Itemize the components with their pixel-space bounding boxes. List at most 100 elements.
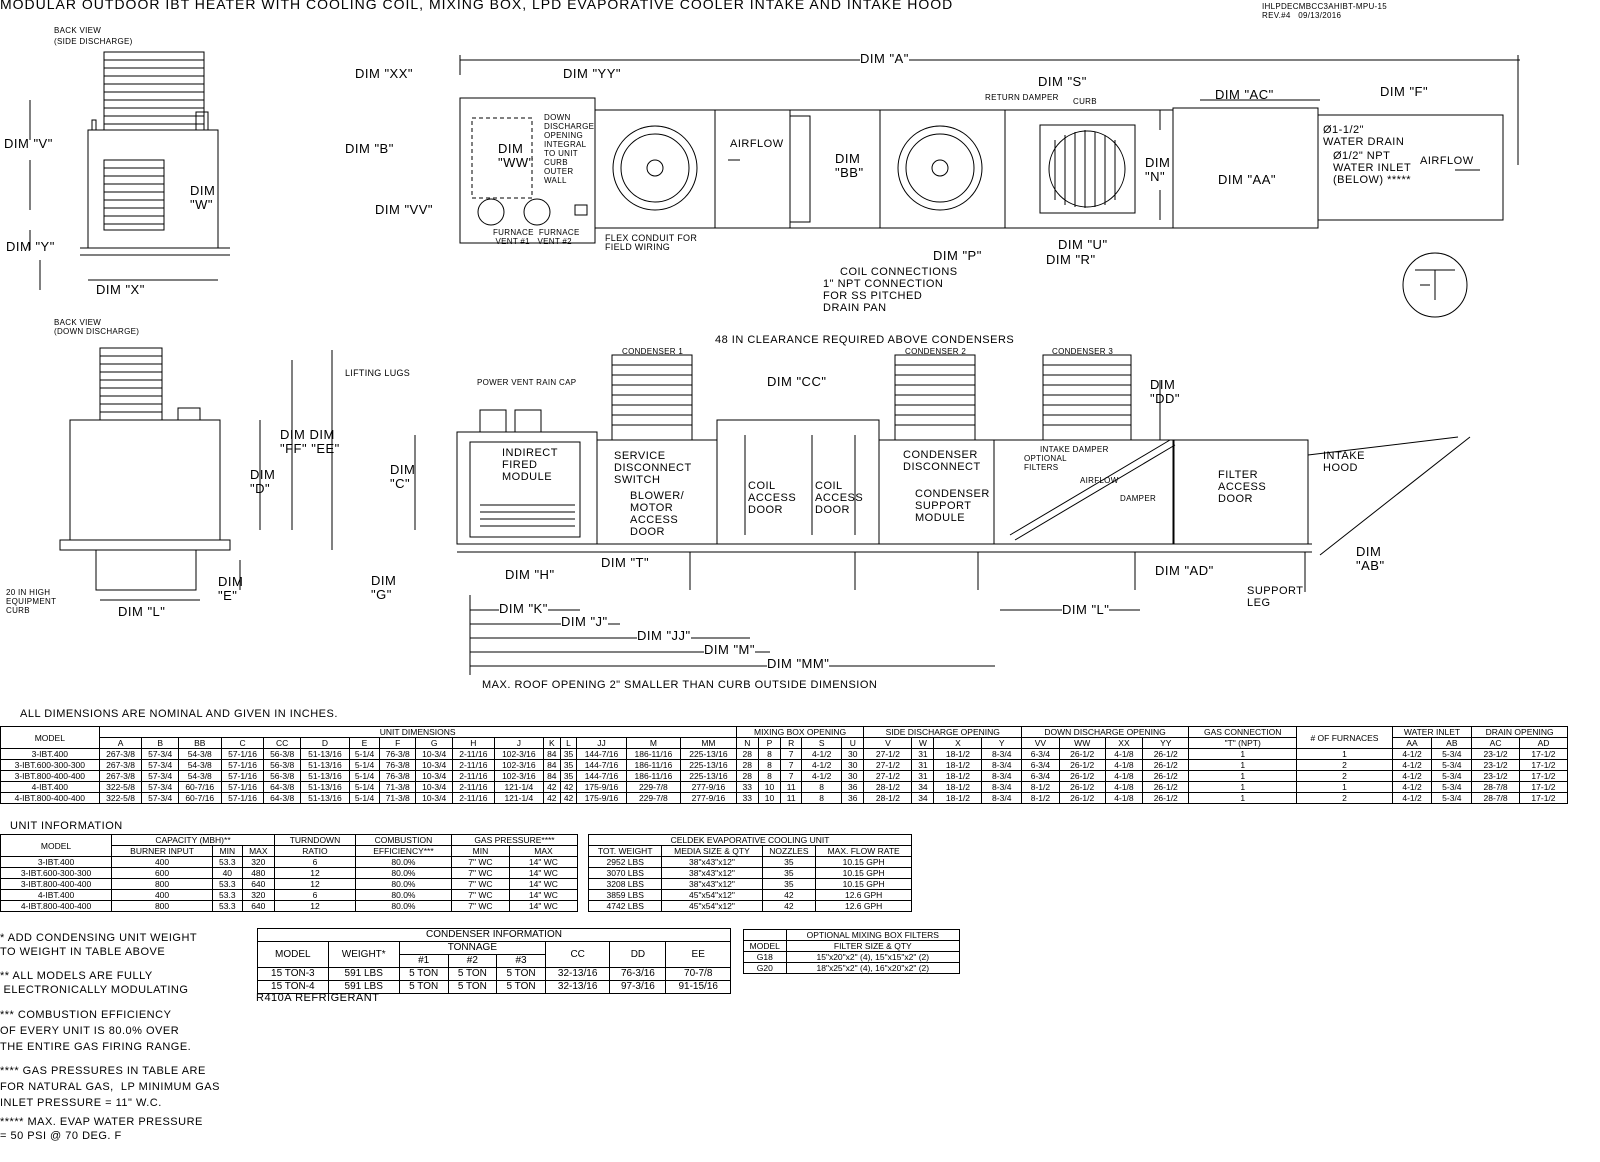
table-cell: 8-3/4 [981, 748, 1023, 760]
table-cell: 32-13/16 [544, 980, 611, 994]
table-cell: 2952 LBS [587, 856, 663, 868]
service-disconnect-label: SERVICE DISCONNECT SWITCH [614, 450, 692, 486]
column-header: K [542, 737, 561, 749]
column-header: MAX. FLOW RATE [815, 845, 912, 857]
table-cell: 51-13/16 [299, 748, 350, 760]
table-cell: 322-5/8 [98, 792, 143, 804]
column-header: Y [981, 737, 1023, 749]
table-cell: 8 [801, 781, 843, 793]
dim-xx: DIM "XX" [355, 66, 414, 81]
table-cell: 800 [111, 878, 214, 890]
note-4: **** GAS PRESSURES IN TABLE ARE FOR NATU… [0, 1065, 220, 1109]
table-cell: 186-11/16 [625, 759, 682, 771]
table-cell: 6 [273, 889, 356, 901]
table-cell: 56-3/8 [263, 759, 301, 771]
table-cell: 26-1/2 [1058, 759, 1106, 771]
table-cell: 42 [542, 781, 561, 793]
optional-filters-label: OPTIONAL FILTERS [1024, 454, 1067, 472]
column-header: MM [680, 737, 737, 749]
table-cell: 35 [761, 856, 817, 868]
table-cell: 35 [761, 878, 817, 890]
table-cell: 8-1/2 [1021, 781, 1060, 793]
table-cell: 51-13/16 [299, 792, 350, 804]
table-cell: 23-1/2 [1471, 748, 1520, 760]
return-damper-label: RETURN DAMPER [985, 93, 1059, 102]
column-header: J [493, 737, 544, 749]
table-cell: 3-IBT.600-300-300 [0, 867, 113, 879]
group-header: MODEL [0, 834, 113, 857]
lifting-lugs-label: LIFTING LUGS [345, 368, 411, 378]
group-header: WATER INLET [1391, 726, 1473, 738]
column-header: E [348, 737, 381, 749]
table-cell: 38"x43"x12" [661, 867, 763, 879]
table-cell: 12 [273, 900, 356, 912]
dim-u: DIM "U" [1058, 237, 1108, 252]
condenser-support-label: CONDENSER SUPPORT MODULE [915, 488, 990, 524]
table-title: CELDEK EVAPORATIVE COOLING UNIT [588, 834, 912, 846]
table-cell: 33 [735, 781, 759, 793]
table-cell: 5-1/4 [348, 748, 381, 760]
table-cell: 26-1/2 [1142, 770, 1190, 782]
airflow-label: AIRFLOW [730, 138, 784, 150]
table-cell: 97-3/16 [609, 980, 667, 994]
side-elevation-view [414, 354, 1471, 675]
table-cell: 8-3/4 [981, 770, 1023, 782]
table-cell: 26-1/2 [1142, 748, 1190, 760]
table-cell: 71-3/8 [379, 781, 417, 793]
table-cell: 5-3/4 [1431, 748, 1473, 760]
column-header: D [299, 737, 350, 749]
table-cell: 7" WC [450, 900, 510, 912]
dim-l: DIM "L" [1062, 602, 1110, 617]
table-row: CONDENSER INFORMATION [257, 928, 731, 942]
condenser-disconnect-label: CONDENSER DISCONNECT [903, 449, 981, 473]
table-cell: 76-3/16 [609, 967, 667, 981]
column-header: MODEL [743, 940, 787, 952]
table-cell: 30 [841, 759, 865, 771]
table-cell: 57-3/4 [141, 770, 179, 782]
table-cell: 3859 LBS [587, 889, 663, 901]
dim-n: DIM "N" [1145, 155, 1171, 184]
note-2: ** ALL MODELS ARE FULLY ELECTRONICALLY M… [0, 970, 189, 996]
dim-ff-ee: DIM DIM "FF" "EE" [280, 427, 340, 456]
dim-dd: DIM "DD" [1150, 377, 1181, 406]
table-cell: 70-7/8 [665, 967, 731, 981]
column-header: MAX [508, 845, 579, 857]
table-cell: 11 [780, 792, 803, 804]
dim-m: DIM "M" [704, 642, 755, 657]
table-cell: 42 [761, 889, 817, 901]
table-cell: 10 [757, 781, 782, 793]
table-cell: 18-1/2 [933, 748, 983, 760]
table-cell: 31 [911, 748, 935, 760]
note-1: * ADD CONDENSING UNIT WEIGHT TO WEIGHT I… [0, 932, 198, 958]
column-header: B [141, 737, 179, 749]
column-header: EFFICIENCY*** [354, 845, 452, 857]
table-cell: 54-3/8 [177, 759, 222, 771]
table-cell: 4-1/2 [801, 759, 843, 771]
damper-label: DAMPER [1120, 494, 1157, 503]
column-header: AC [1471, 737, 1520, 749]
column-header: JJ [576, 737, 627, 749]
column-header: EE [665, 941, 731, 968]
column-header: MEDIA SIZE & QTY [661, 845, 763, 857]
table-cell: 1 [1188, 792, 1298, 804]
table-cell: 28-1/2 [863, 781, 913, 793]
table-cell: 5 TON [496, 980, 546, 994]
table-row: CELDEK EVAPORATIVE COOLING UNIT [588, 834, 912, 846]
column-header: FILTER SIZE & QTY [785, 940, 961, 952]
back-view-side-discharge [29, 51, 230, 290]
table-cell: 600 [111, 867, 214, 879]
table-cell: 76-3/8 [379, 748, 417, 760]
table-cell: 4-1/2 [1391, 792, 1433, 804]
group-header: TONNAGE [398, 941, 546, 955]
table-cell: 7" WC [450, 889, 510, 901]
dim-a: DIM "A" [860, 51, 909, 66]
table-cell: 17-1/2 [1518, 748, 1569, 760]
table-cell: 34 [911, 792, 935, 804]
table-cell: 186-11/16 [625, 770, 682, 782]
